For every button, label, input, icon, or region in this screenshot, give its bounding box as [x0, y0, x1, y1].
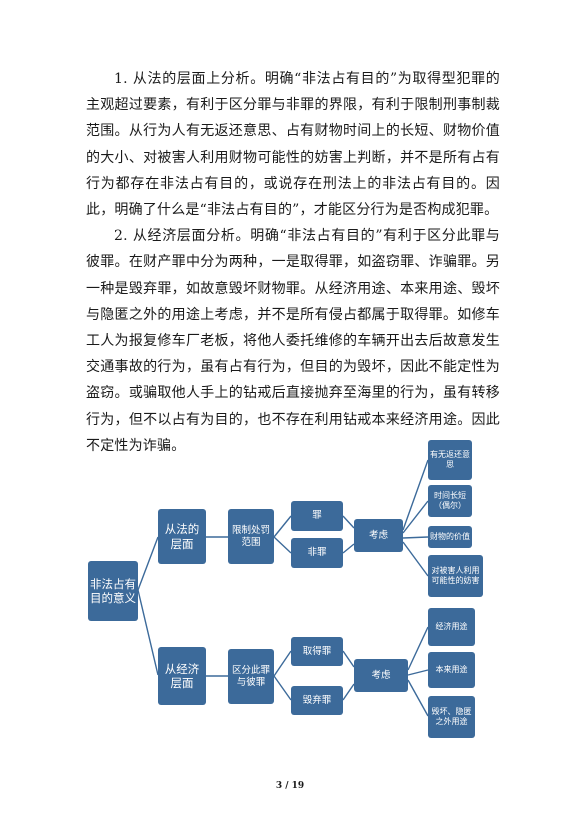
non-crime-node: 非罪: [291, 538, 343, 568]
economic-level-node: 从经济层面: [158, 647, 206, 705]
factor-other-use: 毁坏、隐匿之外用途: [428, 696, 475, 738]
acquisition-crime-node: 取得罪: [291, 637, 343, 666]
factor-duration: 时间长短（偶尔）: [428, 485, 472, 517]
factor-original-use: 本来用途: [428, 652, 475, 688]
distinguish-crimes-node: 区分此罪与彼罪: [228, 649, 274, 704]
economic-consider-node: 考虑: [354, 659, 408, 692]
body-text: 1. 从法的层面上分析。明确“非法占有目的”为取得型犯罪的主观超过要素，有利于区…: [86, 66, 500, 459]
diagram-connectors: [137, 459, 429, 717]
factor-return-intent: 有无返还意思: [428, 440, 472, 480]
concept-diagram: 非法占有目的意义 从法的层面 限制处罚范围 罪 非罪 考虑 有无返还意思 时间长…: [0, 430, 580, 750]
factor-economic-use: 经济用途: [428, 608, 475, 646]
legal-consider-node: 考虑: [354, 519, 403, 552]
paragraph-legal-analysis: 1. 从法的层面上分析。明确“非法占有目的”为取得型犯罪的主观超过要素，有利于区…: [86, 71, 500, 219]
factor-victim-interference: 对被害人利用可能性的妨害: [428, 555, 483, 597]
root-node: 非法占有目的意义: [88, 561, 138, 621]
paragraph-economic-analysis: 2. 从经济层面分析。明确“非法占有目的”有利于区分此罪与彼罪。在财产罪中分为两…: [86, 228, 500, 454]
crime-node: 罪: [291, 501, 343, 531]
legal-level-node: 从法的层面: [158, 509, 206, 564]
page-number: 3 / 19: [275, 781, 305, 791]
factor-property-value: 财物的价值: [428, 526, 472, 548]
limit-punishment-node: 限制处罚范围: [228, 509, 274, 564]
destruction-crime-node: 毁弃罪: [291, 686, 343, 715]
